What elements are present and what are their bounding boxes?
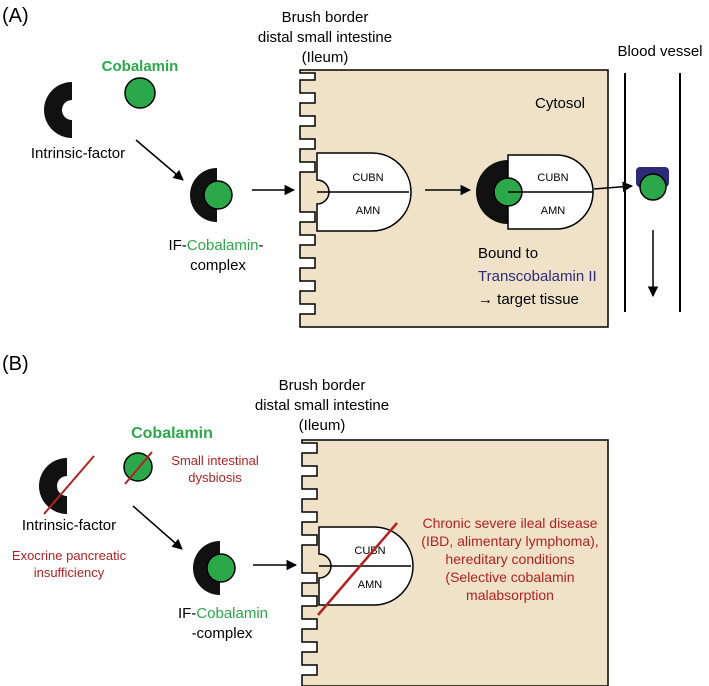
panel-b-receptor-strike (317, 522, 398, 616)
panel-a-blood-cobalamin (639, 173, 667, 201)
panel-a-internalized-cubn: CUBN (537, 172, 568, 184)
panel-b-intrinsic-factor-strike (43, 455, 95, 515)
panel-a-intrinsic-factor-label: Intrinsic-factor (31, 145, 125, 162)
panel-a-complex-label: IF-Cobalamin- (168, 237, 263, 254)
panel-b-epi-line1: Exocrine pancreatic (12, 548, 127, 563)
panel-b-amn-label: AMN (358, 579, 383, 591)
panel-b-title-line1: Brush border (279, 377, 366, 394)
panel-b-enterocyte (301, 439, 609, 686)
panel-a-title-line3: (Ileum) (302, 49, 349, 66)
panel-b-intrinsic-factor-label: Intrinsic-factor (22, 517, 116, 534)
panel-a-internalized-amn: AMN (541, 205, 566, 217)
panel-b-intrinsic-factor-shape (39, 458, 67, 514)
panel-a-bound-line3: → target tissue (478, 291, 579, 308)
panel-b-disease-line5: malabsorption (466, 587, 554, 603)
panel-a-title-line2: distal small intestine (258, 29, 392, 46)
panel-a-cobalamin-label: Cobalamin (102, 58, 179, 75)
panel-b-title-line3: (Ileum) (299, 417, 346, 434)
panel-b-title-line2: distal small intestine (255, 397, 389, 414)
panel-a-cubn-label: CUBN (352, 172, 383, 184)
panel-a-cobalamin-molecule (124, 77, 156, 109)
panel-b-epi-line2: insufficiency (34, 565, 105, 580)
panel-b-dysbiosis-line1: Small intestinal (171, 453, 259, 468)
panel-b: (B) Brush border distal small intestine … (2, 353, 609, 686)
panel-b-disease-line2: (IBD, alimentary lymphoma), (421, 533, 598, 549)
panel-b-dysbiosis-line2: dysbiosis (188, 470, 242, 485)
panel-a-label: (A) (2, 5, 29, 27)
panel-a-complex-label-line2: complex (190, 257, 246, 274)
panel-b-disease-line1: Chronic severe ileal disease (422, 515, 597, 531)
panel-b-complex-cobalamin (206, 553, 236, 583)
panel-b-complex-label: IF-Cobalamin (178, 605, 268, 622)
panel-b-cobalamin-strike (124, 451, 153, 485)
panel-a-bound-line2: Transcobalamin II (478, 268, 597, 285)
panel-a-cytosol-label: Cytosol (535, 95, 585, 112)
panel-a-amn-label: AMN (356, 205, 381, 217)
panel-a-title-line1: Brush border (282, 9, 369, 26)
panel-a-intrinsic-factor-shape (44, 82, 72, 138)
panel-a-complex-cobalamin (203, 180, 233, 210)
panel-a-arrow-to-complex (135, 139, 184, 181)
panel-a-blood-vessel-label: Blood vessel (617, 43, 702, 60)
panel-a-internalized-if (476, 160, 508, 224)
panel-b-cubn-label: CUBN (354, 545, 385, 557)
panel-b-label: (B) (2, 353, 29, 375)
panel-b-disease-line4: (Selective cobalamin (445, 569, 574, 585)
panel-b-complex-label-line2: -complex (192, 625, 253, 642)
panel-a: (A) Brush border distal small intestine … (2, 5, 703, 328)
panel-b-disease-line3: hereditary conditions (445, 551, 574, 567)
panel-b-cobalamin-label: Cobalamin (131, 425, 213, 442)
panel-a-bound-line1: Bound to (478, 245, 538, 262)
panel-b-arrow-to-complex (132, 505, 183, 550)
panel-a-enterocyte (299, 69, 609, 328)
